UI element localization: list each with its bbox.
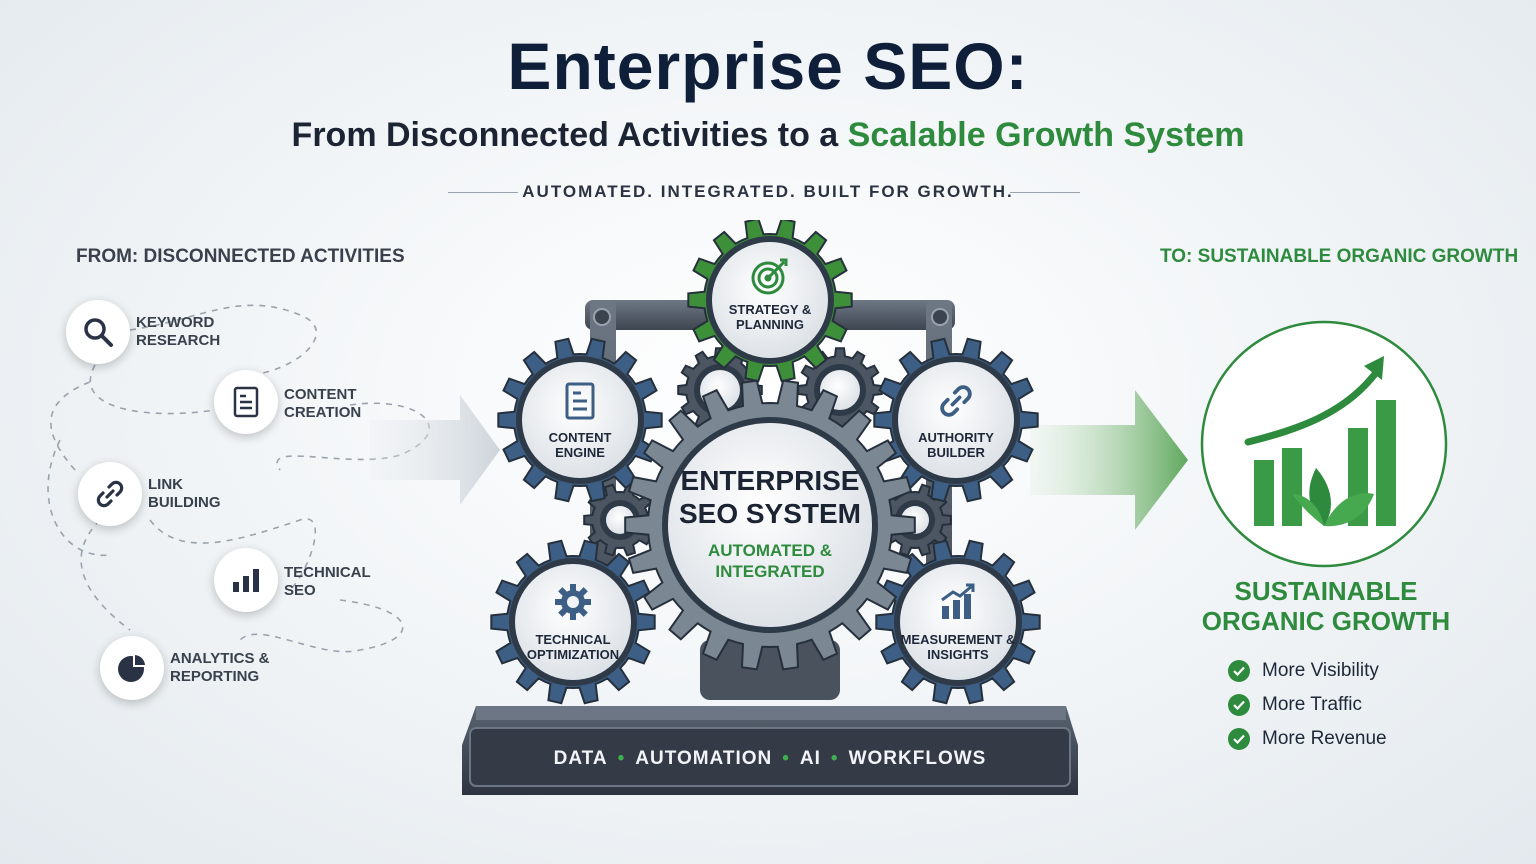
bar-chart-icon	[233, 569, 259, 592]
from-heading: FROM: DISCONNECTED ACTIVITIES	[76, 246, 405, 267]
document-icon	[233, 386, 259, 418]
gear-measurement-insights	[875, 539, 1041, 705]
tagline-rule-right	[1010, 192, 1080, 193]
target-icon	[751, 258, 788, 295]
gear-strategy-planning	[687, 220, 853, 383]
leaf-icon	[1292, 494, 1324, 526]
checkmark-icon	[1228, 694, 1250, 716]
activity-content-creation	[214, 370, 278, 434]
base-label-ai: AI	[799, 748, 821, 769]
search-icon	[84, 318, 113, 347]
checkmark-icon	[1228, 728, 1250, 750]
leaf-icon	[1324, 493, 1374, 527]
subtitle-highlight: Scalable Growth System	[847, 116, 1245, 154]
seo-machine	[462, 220, 1078, 795]
bullet-dot: •	[782, 748, 790, 769]
page-title: Enterprise SEO:	[507, 29, 1029, 103]
document-icon	[565, 382, 595, 420]
checkmark-icon	[1228, 660, 1250, 682]
growth-circle	[1200, 320, 1448, 568]
link-icon	[940, 385, 972, 417]
growth-chart-icon	[941, 583, 975, 619]
benefit-item: More Traffic	[1228, 688, 1387, 722]
gear-technical-optimization	[490, 539, 656, 705]
page-subtitle: From Disconnected Activities to a Scalab…	[0, 116, 1536, 155]
link-icon	[96, 480, 124, 508]
subtitle-prefix: From Disconnected Activities to a	[291, 116, 839, 154]
activity-link-building	[78, 462, 142, 526]
base-label-automation: AUTOMATION	[635, 748, 773, 769]
gear-authority-builder	[873, 337, 1039, 503]
tagline-rule-left	[448, 192, 518, 193]
gear-strategy-label: STRATEGY &PLANNING	[710, 258, 830, 332]
activity-technical-seo	[214, 548, 278, 612]
gear-measurement-insights-label: MEASUREMENT &INSIGHTS	[893, 583, 1023, 662]
bullet-dot: •	[830, 748, 839, 769]
center-pedestal	[700, 640, 840, 700]
machine-base-top	[476, 706, 1066, 720]
activity-keyword-research	[66, 300, 130, 364]
bullet-dot: •	[617, 748, 626, 769]
machine-base-panel	[469, 727, 1071, 787]
gear-center-enterprise-seo	[624, 379, 916, 671]
benefit-list: More Visibility More Traffic More Revenu…	[1228, 654, 1387, 756]
base-label-data: DATA	[553, 748, 608, 769]
frame-bolt	[593, 308, 611, 326]
growth-bar-chart-icon	[1244, 356, 1396, 527]
pie-chart-icon	[118, 654, 146, 682]
benefit-item: More Visibility	[1228, 654, 1387, 688]
gear-content-engine	[497, 337, 663, 503]
base-label-row: DATA • AUTOMATION • AI • WORKFLOWS	[470, 748, 1070, 770]
benefit-item: More Revenue	[1228, 722, 1387, 756]
center-gear-subtitle: AUTOMATED &INTEGRATED	[707, 541, 833, 581]
base-label-workflows: WORKFLOWS	[848, 748, 987, 769]
frame-bolt	[931, 308, 949, 326]
activity-analytics-reporting-label: ANALYTICS &REPORTING	[170, 650, 270, 685]
gear-icon	[555, 584, 591, 620]
tagline: AUTOMATED. INTEGRATED. BUILT FOR GROWTH.	[522, 182, 1014, 201]
activity-analytics-reporting	[100, 636, 164, 700]
to-heading: TO: SUSTAINABLE ORGANIC GROWTH	[1160, 246, 1519, 267]
